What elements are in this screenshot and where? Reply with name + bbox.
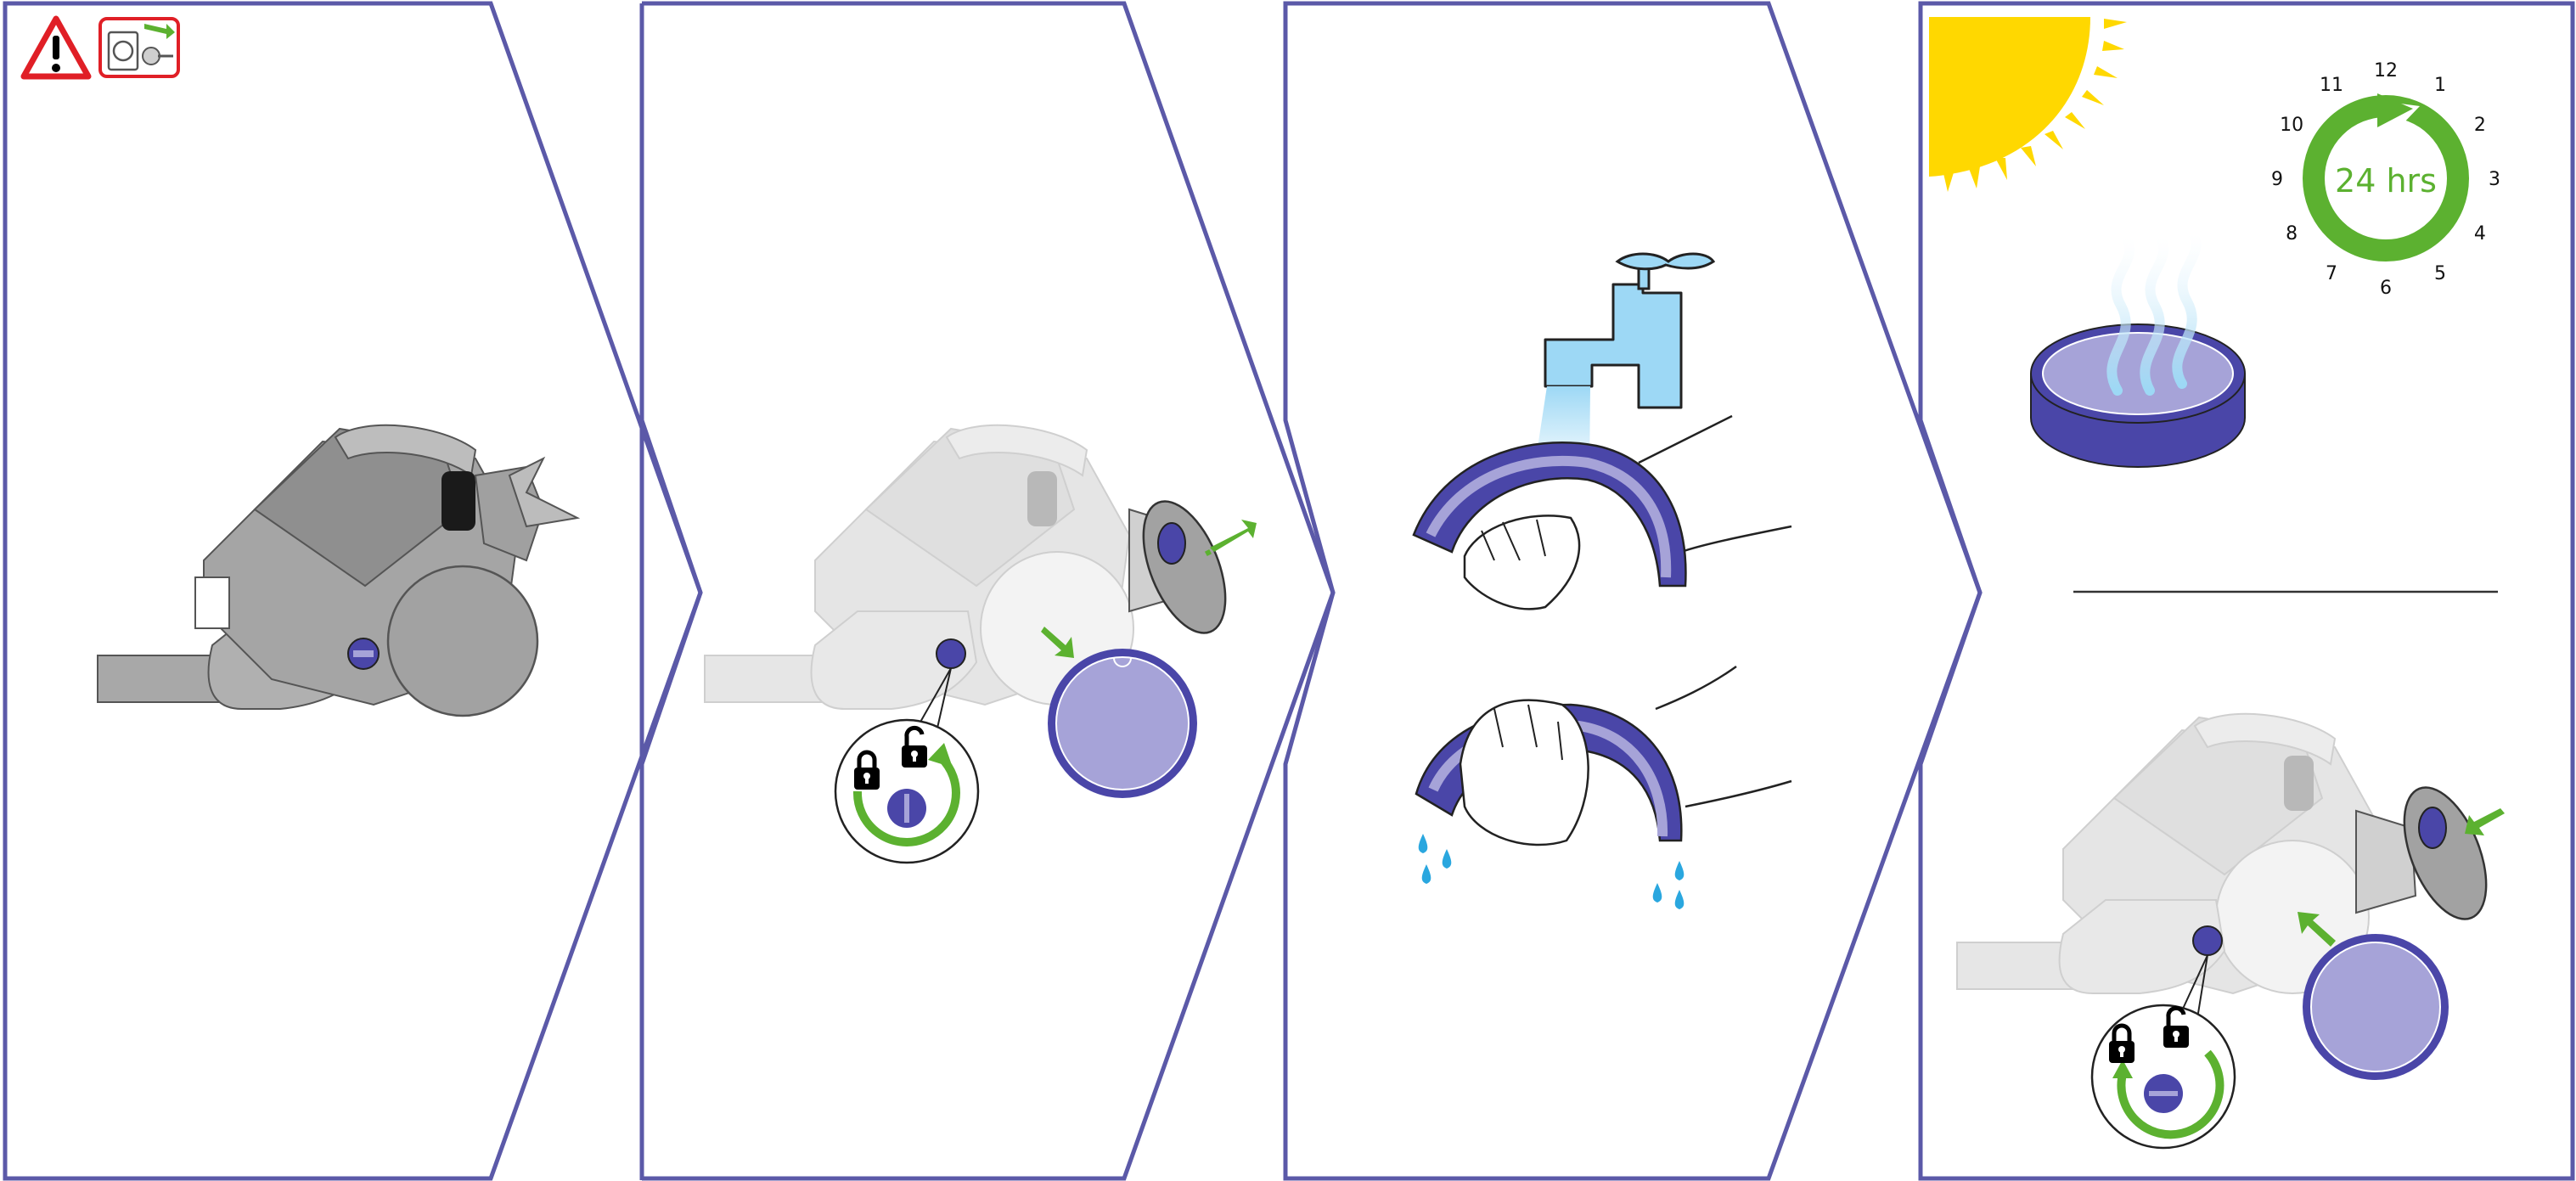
- water-tap-icon: [1545, 254, 1713, 408]
- clock-hour-11: 11: [2320, 75, 2343, 96]
- filter-latch-faded-refit: [2284, 756, 2314, 811]
- unplug-icon: [100, 19, 178, 76]
- rinse-filter: [1414, 416, 1791, 609]
- lock-callout-refit: [2092, 1005, 2235, 1148]
- clock-hour-12: 12: [2374, 60, 2398, 82]
- step-3-panel: [1414, 254, 1791, 909]
- lock-callout: [835, 720, 978, 863]
- drying-filter: [2031, 324, 2245, 467]
- filter-latch-faded: [1027, 471, 1057, 526]
- warning-triangle-icon: [24, 19, 88, 76]
- vacuum-cleaner: [98, 425, 577, 716]
- filter-disc-refit: [2303, 934, 2449, 1080]
- clock-label: 24 hrs: [2335, 162, 2437, 200]
- clock-hour-10: 10: [2280, 115, 2303, 136]
- filter-screw-refit: [2193, 926, 2222, 955]
- clock-hour-2: 2: [2474, 115, 2486, 136]
- arrow-in-icon: [2465, 808, 2505, 835]
- clock-hour-6: 6: [2380, 278, 2392, 299]
- clock-hour-7: 7: [2326, 263, 2337, 284]
- filter-cap-refit: [2356, 776, 2503, 931]
- clock-hour-9: 9: [2271, 169, 2283, 190]
- clock-hour-5: 5: [2434, 263, 2446, 284]
- vacuum-faded-refit: [1957, 714, 2377, 993]
- squeeze-filter: [1416, 666, 1791, 845]
- panel-3-outline: [1285, 3, 1980, 1178]
- clock-hour-4: 4: [2474, 223, 2486, 245]
- sun-icon: [1929, 17, 2127, 192]
- clock-hour-8: 8: [2286, 223, 2298, 245]
- clock-hour-1: 1: [2434, 75, 2446, 96]
- vacuum-faded: [705, 425, 1133, 709]
- step-2-panel: [705, 425, 1257, 863]
- filter-cap: [1127, 490, 1242, 644]
- filter-disc: [1048, 649, 1197, 798]
- step-1-panel: [24, 19, 577, 716]
- clock-hour-3: 3: [2489, 169, 2500, 190]
- filter-screw: [936, 639, 965, 668]
